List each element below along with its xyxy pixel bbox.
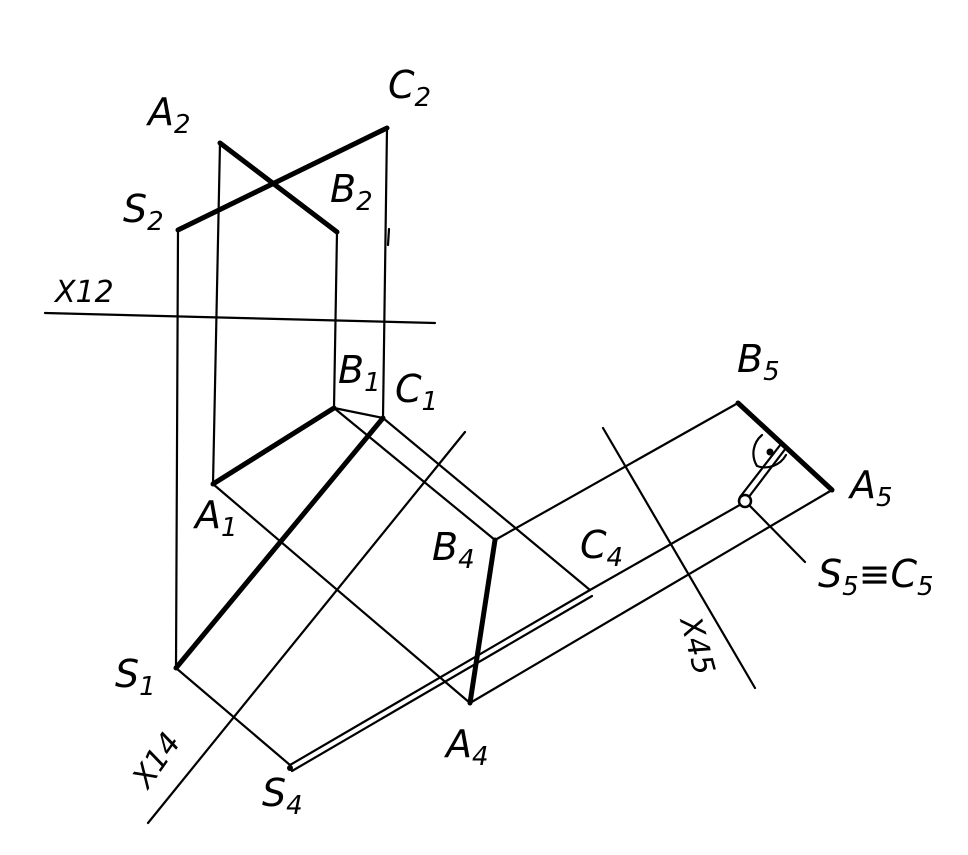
right-angle-dot (766, 448, 774, 456)
aux-projection-5 (735, 400, 835, 564)
link-s2-s1 (174, 228, 180, 670)
aux-projection-4 (287, 537, 594, 773)
link-s1-s4 (174, 666, 292, 767)
edge-b4-a4 (467, 537, 498, 706)
label-axis-x45: X45 (672, 611, 722, 679)
label-b4: B4 (432, 525, 475, 575)
axis-x12-line (43, 311, 437, 325)
edge-s4-c4-a (288, 588, 592, 767)
label-a2: A2 (145, 90, 191, 140)
link-b1-b4 (332, 406, 497, 542)
edge-s4-c4-b (290, 594, 594, 773)
link-b2-b1 (332, 230, 339, 410)
label-c2: C2 (388, 63, 431, 113)
height-line-b (738, 442, 783, 499)
edge-s2-c2 (175, 125, 390, 233)
link-c2-c1 (381, 126, 389, 420)
front-projection (175, 125, 390, 235)
label-s2: S2 (123, 187, 164, 237)
s5-c5-leader (748, 504, 807, 564)
link-c2-ext (386, 227, 391, 247)
link-a2-a1 (211, 141, 222, 486)
label-s1: S1 (115, 652, 156, 702)
label-s4: S4 (262, 771, 303, 821)
height-line-a (743, 446, 788, 504)
label-b1: B1 (338, 348, 381, 398)
label-s5-equiv-c5: S5≡C5 (818, 552, 934, 602)
edge-b1-c1 (332, 406, 385, 420)
edge-s1-c1 (173, 415, 386, 671)
axis-x14-line (146, 430, 467, 825)
label-c1: C1 (395, 367, 438, 417)
link-a1-a4 (211, 482, 472, 705)
label-a5: A5 (847, 463, 893, 513)
projection-axes (43, 311, 757, 825)
edge-a1-b1 (210, 405, 337, 487)
label-a1: A1 (192, 493, 238, 543)
label-b2: B2 (330, 167, 373, 217)
top-projection (173, 405, 386, 671)
link-c4-c5 (588, 500, 747, 592)
link-b4-b5 (493, 401, 740, 542)
label-c4: C4 (580, 523, 623, 573)
link-c1-c4 (381, 416, 592, 592)
point-s4-marker (287, 765, 293, 771)
axis-labels: X12 X14 X45 (53, 275, 721, 796)
vertex-labels: A2 C2 S2 B2 B1 C1 A1 S1 B4 C4 A4 S4 B5 A… (115, 63, 934, 821)
label-axis-x12: X12 (53, 275, 114, 310)
point-s5-c5-marker (737, 493, 753, 509)
edge-b5-a5 (735, 400, 835, 493)
label-a4: A4 (443, 722, 489, 772)
projection-links (174, 126, 834, 767)
edge-a2-b2 (217, 140, 340, 235)
link-a4-a5 (468, 488, 834, 705)
right-angle-arc (752, 433, 788, 469)
axis-x45-line (601, 426, 757, 690)
label-b5: B5 (737, 337, 780, 387)
